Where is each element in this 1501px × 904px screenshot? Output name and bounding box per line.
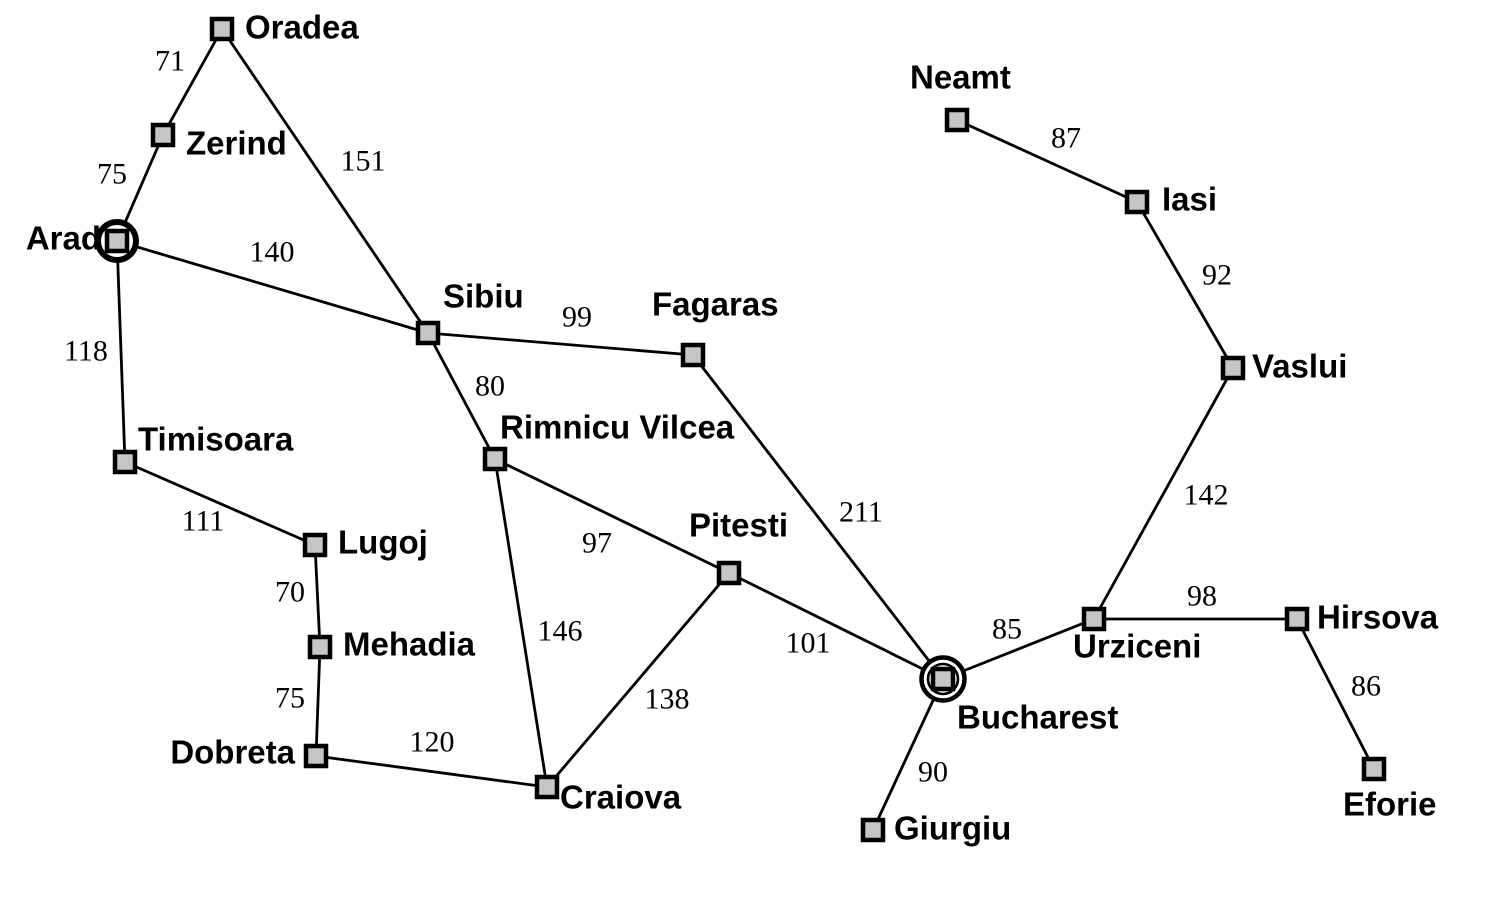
edge-craiova-pitesti <box>545 572 731 788</box>
edge-timisoara-lugoj <box>124 460 316 547</box>
city-label-vaslui: Vaslui <box>1252 348 1347 385</box>
node-eforie <box>1361 756 1387 782</box>
city-label-mehadia: Mehadia <box>343 626 476 663</box>
distance-label-pitesti-bucharest: 101 <box>786 627 831 660</box>
edge-rimnicu-craiova <box>493 458 549 788</box>
distance-label-sibiu-fagaras: 99 <box>562 301 592 334</box>
distance-label-craiova-pitesti: 138 <box>645 683 690 716</box>
node-vaslui <box>1220 355 1246 381</box>
edge-arad-sibiu <box>116 239 429 335</box>
city-label-urziceni: Urziceni <box>1073 628 1201 665</box>
edge-oradea-zerind <box>161 28 224 136</box>
node-lugoj <box>302 532 328 558</box>
goal-inner-ring-bucharest <box>926 662 960 696</box>
edge-oradea-sibiu <box>220 28 430 334</box>
edge-fagaras-bucharest <box>691 354 945 680</box>
distance-label-bucharest-urziceni: 85 <box>992 613 1022 646</box>
city-label-eforie: Eforie <box>1343 786 1437 823</box>
edge-urziceni-vaslui <box>1092 367 1235 620</box>
city-label-zerind: Zerind <box>186 125 287 162</box>
edge-bucharest-giurgiu <box>871 678 945 831</box>
distance-label-iasi-neamt: 87 <box>1051 122 1081 155</box>
node-pitesti <box>716 560 742 586</box>
distance-label-bucharest-giurgiu: 90 <box>918 756 948 789</box>
city-label-arad: Arad <box>26 220 101 257</box>
node-timisoara <box>112 449 138 475</box>
edge-arad-timisoara <box>115 240 127 463</box>
node-oradea <box>209 16 235 42</box>
edge-iasi-neamt <box>956 118 1138 204</box>
city-label-hirsova: Hirsova <box>1317 599 1439 636</box>
node-bucharest <box>930 666 956 692</box>
node-fagaras <box>680 342 706 368</box>
node-dobreta <box>303 743 329 769</box>
node-arad <box>104 228 130 254</box>
node-sibiu <box>415 320 441 346</box>
node-neamt <box>944 107 970 133</box>
edge-pitesti-bucharest <box>728 571 944 681</box>
edge-rimnicu-pitesti <box>494 457 730 575</box>
city-label-dobreta: Dobreta <box>170 734 295 771</box>
distance-label-urziceni-hirsova: 98 <box>1187 580 1217 613</box>
edge-sibiu-rimnicu <box>426 332 497 460</box>
edge-bucharest-urziceni <box>942 617 1095 681</box>
distance-label-urziceni-vaslui: 142 <box>1184 479 1229 512</box>
node-craiova <box>534 774 560 800</box>
node-hirsova <box>1284 606 1310 632</box>
edge-sibiu-fagaras <box>427 331 694 357</box>
edge-vaslui-iasi <box>1135 201 1235 369</box>
distance-label-timisoara-lugoj: 111 <box>182 505 225 538</box>
node-zerind <box>150 122 176 148</box>
distance-label-oradea-sibiu: 151 <box>341 145 386 178</box>
distance-label-oradea-zerind: 71 <box>155 45 185 78</box>
node-giurgiu <box>860 817 886 843</box>
node-iasi <box>1124 189 1150 215</box>
edge-lugoj-mehadia <box>313 544 322 648</box>
city-label-bucharest: Bucharest <box>957 699 1118 736</box>
distance-label-lugoj-mehadia: 70 <box>275 576 305 609</box>
node-rimnicu <box>482 446 508 472</box>
city-label-iasi: Iasi <box>1162 181 1217 218</box>
city-label-craiova: Craiova <box>560 779 682 816</box>
edge-mehadia-dobreta <box>314 646 322 757</box>
distance-label-rimnicu-craiova: 146 <box>538 615 583 648</box>
city-label-rimnicu: Rimnicu Vilcea <box>500 409 735 446</box>
city-label-giurgiu: Giurgiu <box>894 810 1011 847</box>
distance-label-arad-timisoara: 118 <box>64 335 108 368</box>
city-label-timisoara: Timisoara <box>138 421 294 458</box>
edge-dobreta-craiova <box>315 754 548 789</box>
city-label-oradea: Oradea <box>245 9 359 46</box>
distance-label-sibiu-rimnicu: 80 <box>475 370 505 403</box>
node-mehadia <box>307 634 333 660</box>
city-label-lugoj: Lugoj <box>338 524 428 561</box>
edge-hirsova-eforie <box>1295 618 1376 770</box>
city-label-pitesti: Pitesti <box>689 507 788 544</box>
distance-label-fagaras-bucharest: 211 <box>839 496 883 529</box>
distance-label-mehadia-dobreta: 75 <box>275 682 305 715</box>
distance-label-arad-sibiu: 140 <box>250 236 295 269</box>
distance-label-zerind-arad: 75 <box>97 158 127 191</box>
distance-label-vaslui-iasi: 92 <box>1202 259 1232 292</box>
distance-label-dobreta-craiova: 120 <box>410 726 455 759</box>
distance-label-rimnicu-pitesti: 97 <box>582 527 612 560</box>
city-label-sibiu: Sibiu <box>443 278 524 315</box>
city-label-neamt: Neamt <box>910 59 1011 96</box>
city-label-fagaras: Fagaras <box>652 286 779 323</box>
node-urziceni <box>1081 606 1107 632</box>
distance-label-hirsova-eforie: 86 <box>1351 670 1381 703</box>
